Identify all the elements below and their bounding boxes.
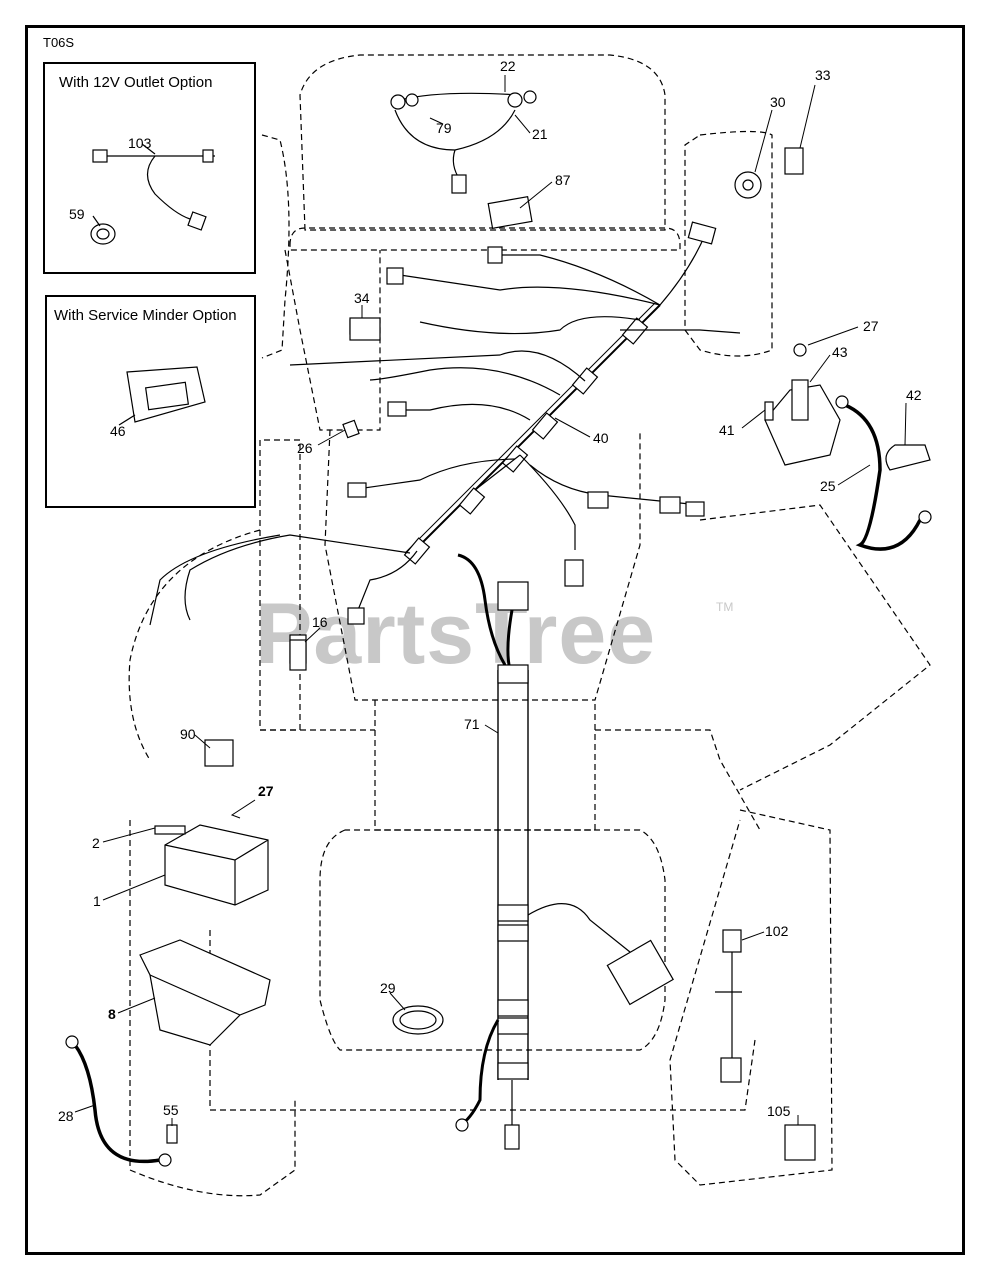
battery-cable-25 — [835, 395, 932, 551]
service-minder-title: With Service Minder Option — [54, 307, 237, 324]
callout-leaders — [74, 75, 907, 1126]
outlet-option-inset: With 12V Outlet Option 103 59 — [43, 62, 256, 274]
outlet-option-title: With 12V Outlet Option — [59, 74, 213, 91]
callout-34: 34 — [354, 290, 370, 306]
ground-cable-28 — [65, 1035, 172, 1167]
callout-71: 71 — [464, 716, 480, 732]
harness-branches — [149, 234, 741, 626]
main-harness-40 — [403, 302, 661, 565]
components — [139, 147, 931, 1161]
callout-27-solenoid: 27 — [863, 318, 879, 334]
callout-27-battery: 27 — [258, 783, 274, 799]
callout-25: 25 — [820, 478, 836, 494]
callout-43: 43 — [832, 344, 848, 360]
diagram-frame — [25, 25, 965, 1255]
callout-90: 90 — [180, 726, 196, 742]
callout-21: 21 — [532, 126, 548, 142]
callout-102: 102 — [765, 923, 789, 939]
callout-46: 46 — [110, 423, 126, 439]
callout-40: 40 — [593, 430, 609, 446]
watermark-trademark: TM — [716, 600, 734, 614]
callout-79: 79 — [436, 120, 452, 136]
callout-42: 42 — [906, 387, 922, 403]
callout-8: 8 — [108, 1006, 116, 1022]
callout-30: 30 — [770, 94, 786, 110]
callout-26: 26 — [297, 440, 313, 456]
callout-16: 16 — [312, 614, 328, 630]
callout-1: 1 — [93, 893, 101, 909]
callout-59: 59 — [69, 206, 85, 222]
outlet-harness-drawing — [90, 143, 215, 245]
callout-41: 41 — [719, 422, 735, 438]
callout-105: 105 — [767, 1103, 791, 1119]
connectors — [289, 221, 717, 664]
callout-28: 28 — [58, 1108, 74, 1124]
harness-71 — [455, 553, 674, 1150]
callout-33: 33 — [815, 67, 831, 83]
diagram-code: T06S — [43, 35, 75, 50]
callout-87: 87 — [555, 172, 571, 188]
callout-2: 2 — [92, 835, 100, 851]
service-minder-drawing — [118, 366, 206, 426]
partstree-watermark: PartsTree — [255, 586, 657, 682]
headlight-harness — [390, 90, 537, 194]
service-minder-inset: With Service Minder Option 46 — [45, 295, 256, 508]
callout-29: 29 — [380, 980, 396, 996]
callout-22: 22 — [500, 58, 516, 74]
callout-103: 103 — [128, 135, 152, 151]
callout-55: 55 — [163, 1102, 179, 1118]
component-wires — [715, 952, 742, 1058]
